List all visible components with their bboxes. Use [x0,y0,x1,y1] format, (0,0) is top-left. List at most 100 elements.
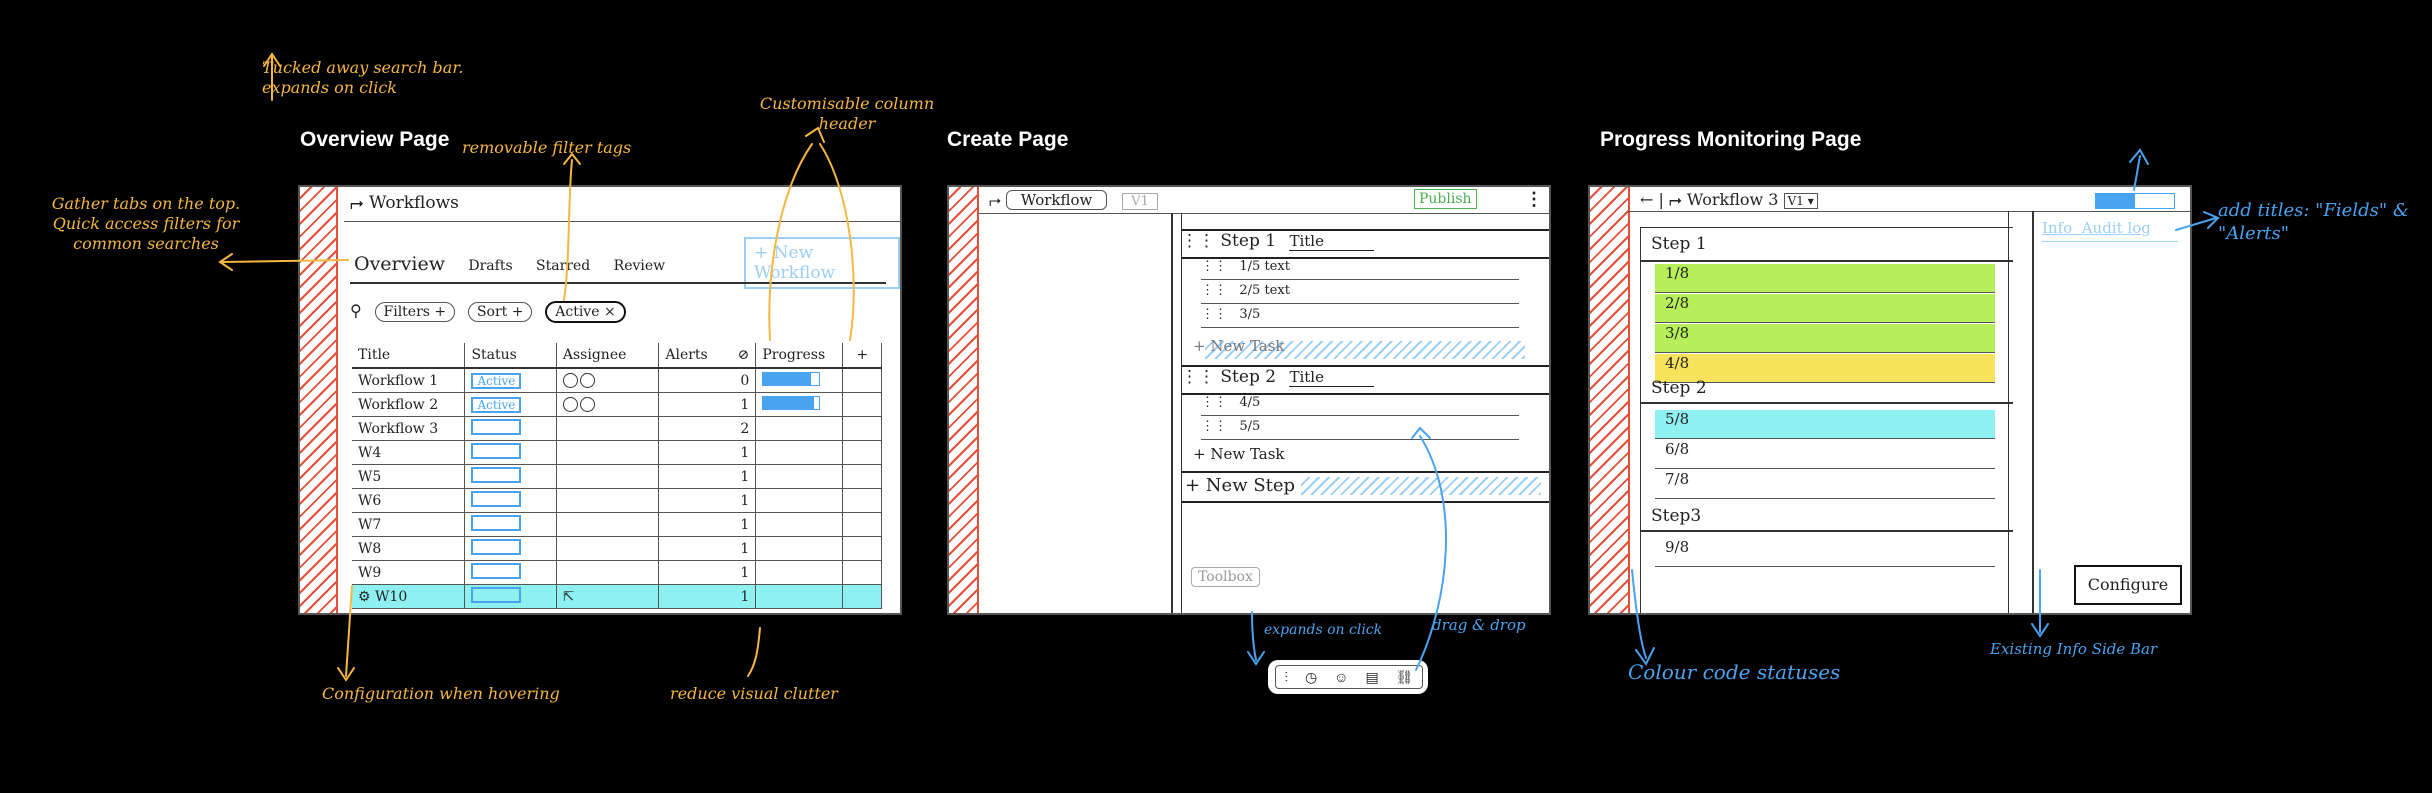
table-row[interactable]: ⚙ W10⇱1 [352,584,882,609]
task-row[interactable]: ⋮⋮ 5/5 [1201,419,1519,440]
users-icon[interactable]: ☺ [1334,669,1349,685]
version-select[interactable]: V1 ▾ [1783,193,1818,209]
drag-handle-icon[interactable]: ⋮⋮ [1201,283,1227,298]
task-row[interactable]: ⋮⋮ 3/5 [1201,307,1519,328]
sort-chip[interactable]: Sort + [467,302,533,322]
status-badge [471,466,522,483]
add-column-button[interactable]: + [842,343,882,369]
col-alerts[interactable]: Alerts ⊘ [658,343,757,369]
back-arrow-icon[interactable]: ← [1640,190,1654,209]
link-icon[interactable]: ⛓ [1395,668,1414,685]
row-title: W7 [352,512,466,537]
task-row[interactable]: ⋮⋮ 1/5 text [1201,259,1519,280]
annotation-column-header: Customisable column header [759,94,935,133]
create-header: ⮣ Workflow V1 [989,190,1158,210]
row-alerts: 1 [658,536,757,561]
col-title[interactable]: Title [352,343,466,369]
row-progress [755,464,844,489]
step-1-label: Step 1 [1651,234,1707,254]
step-divider [1641,260,2013,262]
step-1-title-input[interactable]: Title [1289,232,1374,251]
tab-drafts[interactable]: Drafts [468,258,513,274]
task-row[interactable]: 4/8 [1655,354,1995,383]
status-badge [471,490,522,507]
new-task-button[interactable]: + New Task [1193,337,1285,355]
task-row[interactable]: 5/8 [1655,410,1995,439]
drag-handle-icon[interactable]: ⋮⋮ [1201,259,1227,274]
task-row[interactable]: 1/8 [1655,264,1995,293]
status-badge: Active [471,396,522,413]
workflow-tab[interactable]: Workflow [1005,190,1108,210]
search-icon[interactable]: ⚲ [350,301,362,320]
row-title: W9 [352,560,466,585]
drag-handle-icon[interactable]: ⋮⋮ [1201,419,1227,434]
annotation-visual-clutter: reduce visual clutter [670,684,838,703]
canvas-divider-inner [1181,213,1182,613]
tab-starred[interactable]: Starred [536,258,591,274]
status-badge [471,442,522,459]
drag-handle-icon[interactable]: ⋮⋮ [1181,231,1215,251]
drag-handle-icon[interactable]: ⋮⋮ [1201,395,1227,410]
filters-chip[interactable]: Filters + [374,302,456,322]
row-progress [755,512,844,537]
task-row[interactable]: 7/8 [1655,470,1995,499]
task-row[interactable]: 9/8 [1655,538,1995,567]
tab-review[interactable]: Review [613,258,666,274]
task-row[interactable]: 2/8 [1655,294,1995,323]
step-2-label: Step 2 [1220,367,1277,387]
collapse-icon[interactable]: ⮣ [350,193,364,213]
collapse-icon[interactable]: ⮣ [989,191,1002,209]
row-alerts: 2 [658,416,757,441]
step-2-title-input[interactable]: Title [1289,368,1374,387]
canvas-divider-left [1171,213,1173,613]
task-row[interactable]: ⋮⋮ 4/5 [1201,395,1519,416]
table-header-row: Title Status Assignee Alerts ⊘ Progress … [352,343,882,369]
row-alerts: 1 [658,584,757,609]
configure-button[interactable]: Configure [2074,565,2182,605]
sidebar-hatch [949,187,979,613]
col-progress[interactable]: Progress [755,343,844,369]
step-2-header[interactable]: ⋮⋮ Step 2 Title [1181,365,1549,395]
row-alerts: 1 [658,488,757,513]
row-status [464,440,557,465]
task-row[interactable]: ⋮⋮ 2/5 text [1201,283,1519,304]
clipboard-icon[interactable]: ▤ [1365,668,1379,685]
drag-handle-icon[interactable]: ⋮⋮ [1181,367,1215,387]
publish-button[interactable]: Publish [1414,189,1477,209]
new-task-button[interactable]: + New Task [1193,445,1285,463]
annotation-add-titles: add titles: "Fields" & "Alerts" [2218,200,2409,244]
tab-overview[interactable]: Overview [354,253,445,275]
active-filter-tag[interactable]: Active × [545,301,626,323]
clock-icon[interactable]: ◷ [1304,668,1318,685]
row-title: ⚙ W10 [352,584,466,609]
new-step-button[interactable]: + New Step [1185,475,1296,496]
task-row[interactable]: 3/8 [1655,324,1995,353]
version-select[interactable]: V1 [1122,193,1158,210]
side-tabs[interactable]: Info Audit log [2042,219,2151,237]
toolbox-button[interactable]: Toolbox [1191,567,1260,587]
col-assignee[interactable]: Assignee [556,343,660,369]
gear-icon[interactable]: ⚙ [358,588,376,605]
hide-icon[interactable]: ⊘ [737,347,750,363]
col-status[interactable]: Status [464,343,557,369]
step-1-header[interactable]: ⋮⋮ Step 1 Title [1181,229,1549,259]
sliders-icon[interactable]: ⫶ [1284,668,1288,685]
row-status [464,416,557,441]
task-label: 7/8 [1665,470,1690,488]
task-row[interactable]: 6/8 [1655,440,1995,469]
more-icon[interactable]: ⋮ [1525,189,1543,209]
row-alerts: 1 [658,440,757,465]
collapse-icon[interactable]: ⮣ [1668,190,1682,209]
row-assignee [556,392,660,417]
drag-handle-icon[interactable]: ⋮⋮ [1201,307,1227,322]
drop-zone [1205,341,1525,359]
